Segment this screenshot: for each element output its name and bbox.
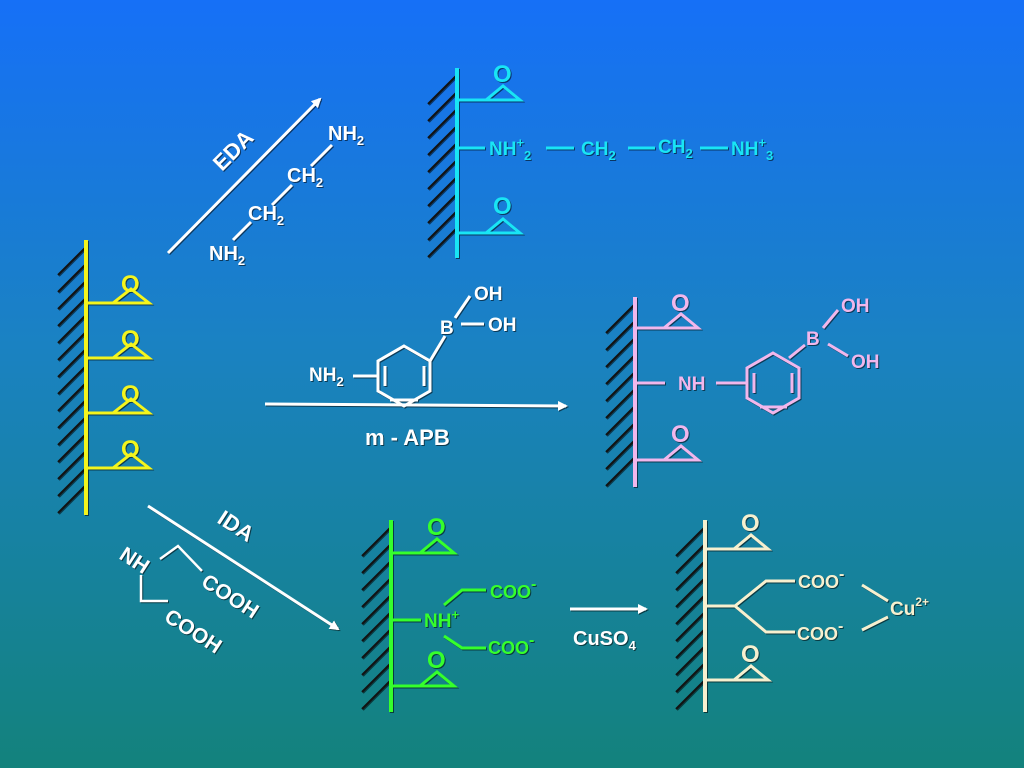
mapb-label: m - APB <box>365 425 450 450</box>
epoxy-group <box>457 217 525 235</box>
epoxy-group <box>86 287 154 305</box>
carboxymethyl-arms <box>443 588 486 650</box>
ida-cooh-lower: COOH <box>160 605 225 659</box>
mapb-arrow <box>264 400 568 411</box>
copper-ion: Cu2+ <box>890 595 929 620</box>
support-hatch <box>57 246 87 514</box>
chelating-arms <box>705 579 889 634</box>
epoxy-oxygen: O <box>493 193 512 220</box>
carboxylate-lower: COO- <box>797 618 843 644</box>
eda-ch2-upper: CH2 <box>287 165 323 190</box>
cuso4-label: CuSO4 <box>573 628 637 653</box>
epoxy-group <box>86 397 154 415</box>
ch2-group: CH2 <box>581 139 616 163</box>
epoxy-oxygen: O <box>671 290 690 317</box>
aminophenylboronic-acid <box>353 295 484 408</box>
epoxy-oxygen: O <box>741 641 760 668</box>
apb-nh2: NH2 <box>309 365 344 389</box>
copper-chelation-reaction: CuSO4 <box>570 604 648 653</box>
epoxy-oxygen: O <box>121 271 140 298</box>
hydroxyl-bottom: OH <box>851 352 880 373</box>
carboxylate-upper: COO- <box>798 566 844 592</box>
ida-reagent <box>139 544 203 603</box>
ida-product: O NH+ COO- COO- O <box>361 514 536 712</box>
carboxylate-upper: COO- <box>490 576 536 602</box>
ida-arrow <box>147 504 340 631</box>
epoxy-group <box>86 342 154 360</box>
eda-nh2-bottom: NH2 <box>209 243 245 268</box>
epoxy-support-start: O O O O <box>57 240 154 515</box>
hydroxyl-top: OH <box>841 296 870 317</box>
epoxy-group <box>635 312 703 330</box>
epoxy-oxygen: O <box>741 510 760 537</box>
nh-linker: NH <box>678 374 705 395</box>
eda-nh2-top: NH2 <box>328 123 364 148</box>
hydroxyl-right: OH <box>488 315 517 336</box>
ida-reaction: IDA NH COOH COOH <box>115 504 340 659</box>
boron-atom: B <box>440 318 454 339</box>
ida-label: IDA <box>213 505 258 547</box>
eda-reaction: EDA NH2 CH2 CH2 NH2 <box>166 97 364 268</box>
epoxy-group <box>391 537 459 555</box>
support-hatch <box>361 527 391 710</box>
epoxy-oxygen: O <box>427 647 446 674</box>
epoxy-group <box>391 670 459 688</box>
nh-plus-group: NH+ <box>424 607 459 632</box>
eda-product: O NH+2 CH2 CH2 NH+3 O <box>427 61 773 258</box>
support-hatch <box>427 75 457 258</box>
mapb-reaction: B OH OH NH2 m - APB <box>264 284 568 450</box>
eda-arrow <box>166 97 322 255</box>
epoxy-oxygen: O <box>121 326 140 353</box>
epoxy-group <box>86 452 154 470</box>
nh2-plus-group: NH+2 <box>489 135 531 163</box>
epoxy-group <box>635 444 703 462</box>
epoxy-group <box>457 84 525 102</box>
eda-reagent <box>231 143 334 242</box>
hydroxyl-top: OH <box>474 284 503 305</box>
mapb-product: O NH B OH OH O <box>605 290 880 487</box>
ida-nh: NH <box>115 543 153 579</box>
epoxy-oxygen: O <box>121 436 140 463</box>
epoxy-oxygen: O <box>493 61 512 88</box>
epoxy-group <box>705 533 773 551</box>
epoxy-oxygen: O <box>671 421 690 448</box>
epoxy-oxygen: O <box>427 514 446 541</box>
nh3-plus-group: NH+3 <box>731 135 773 163</box>
support-hatch <box>675 527 705 710</box>
support-hatch <box>605 304 635 487</box>
ch2-group: CH2 <box>658 137 693 161</box>
eda-ch2-lower: CH2 <box>248 203 284 228</box>
carboxylate-lower: COO- <box>488 632 534 658</box>
boron-atom: B <box>806 329 820 350</box>
ida-cooh-upper: COOH <box>197 570 262 624</box>
phenylboronic-acid-ring <box>716 309 849 415</box>
epoxy-group <box>705 664 773 682</box>
epoxy-oxygen: O <box>121 381 140 408</box>
cu-ida-product: O COO- COO- Cu2+ O <box>675 510 929 712</box>
